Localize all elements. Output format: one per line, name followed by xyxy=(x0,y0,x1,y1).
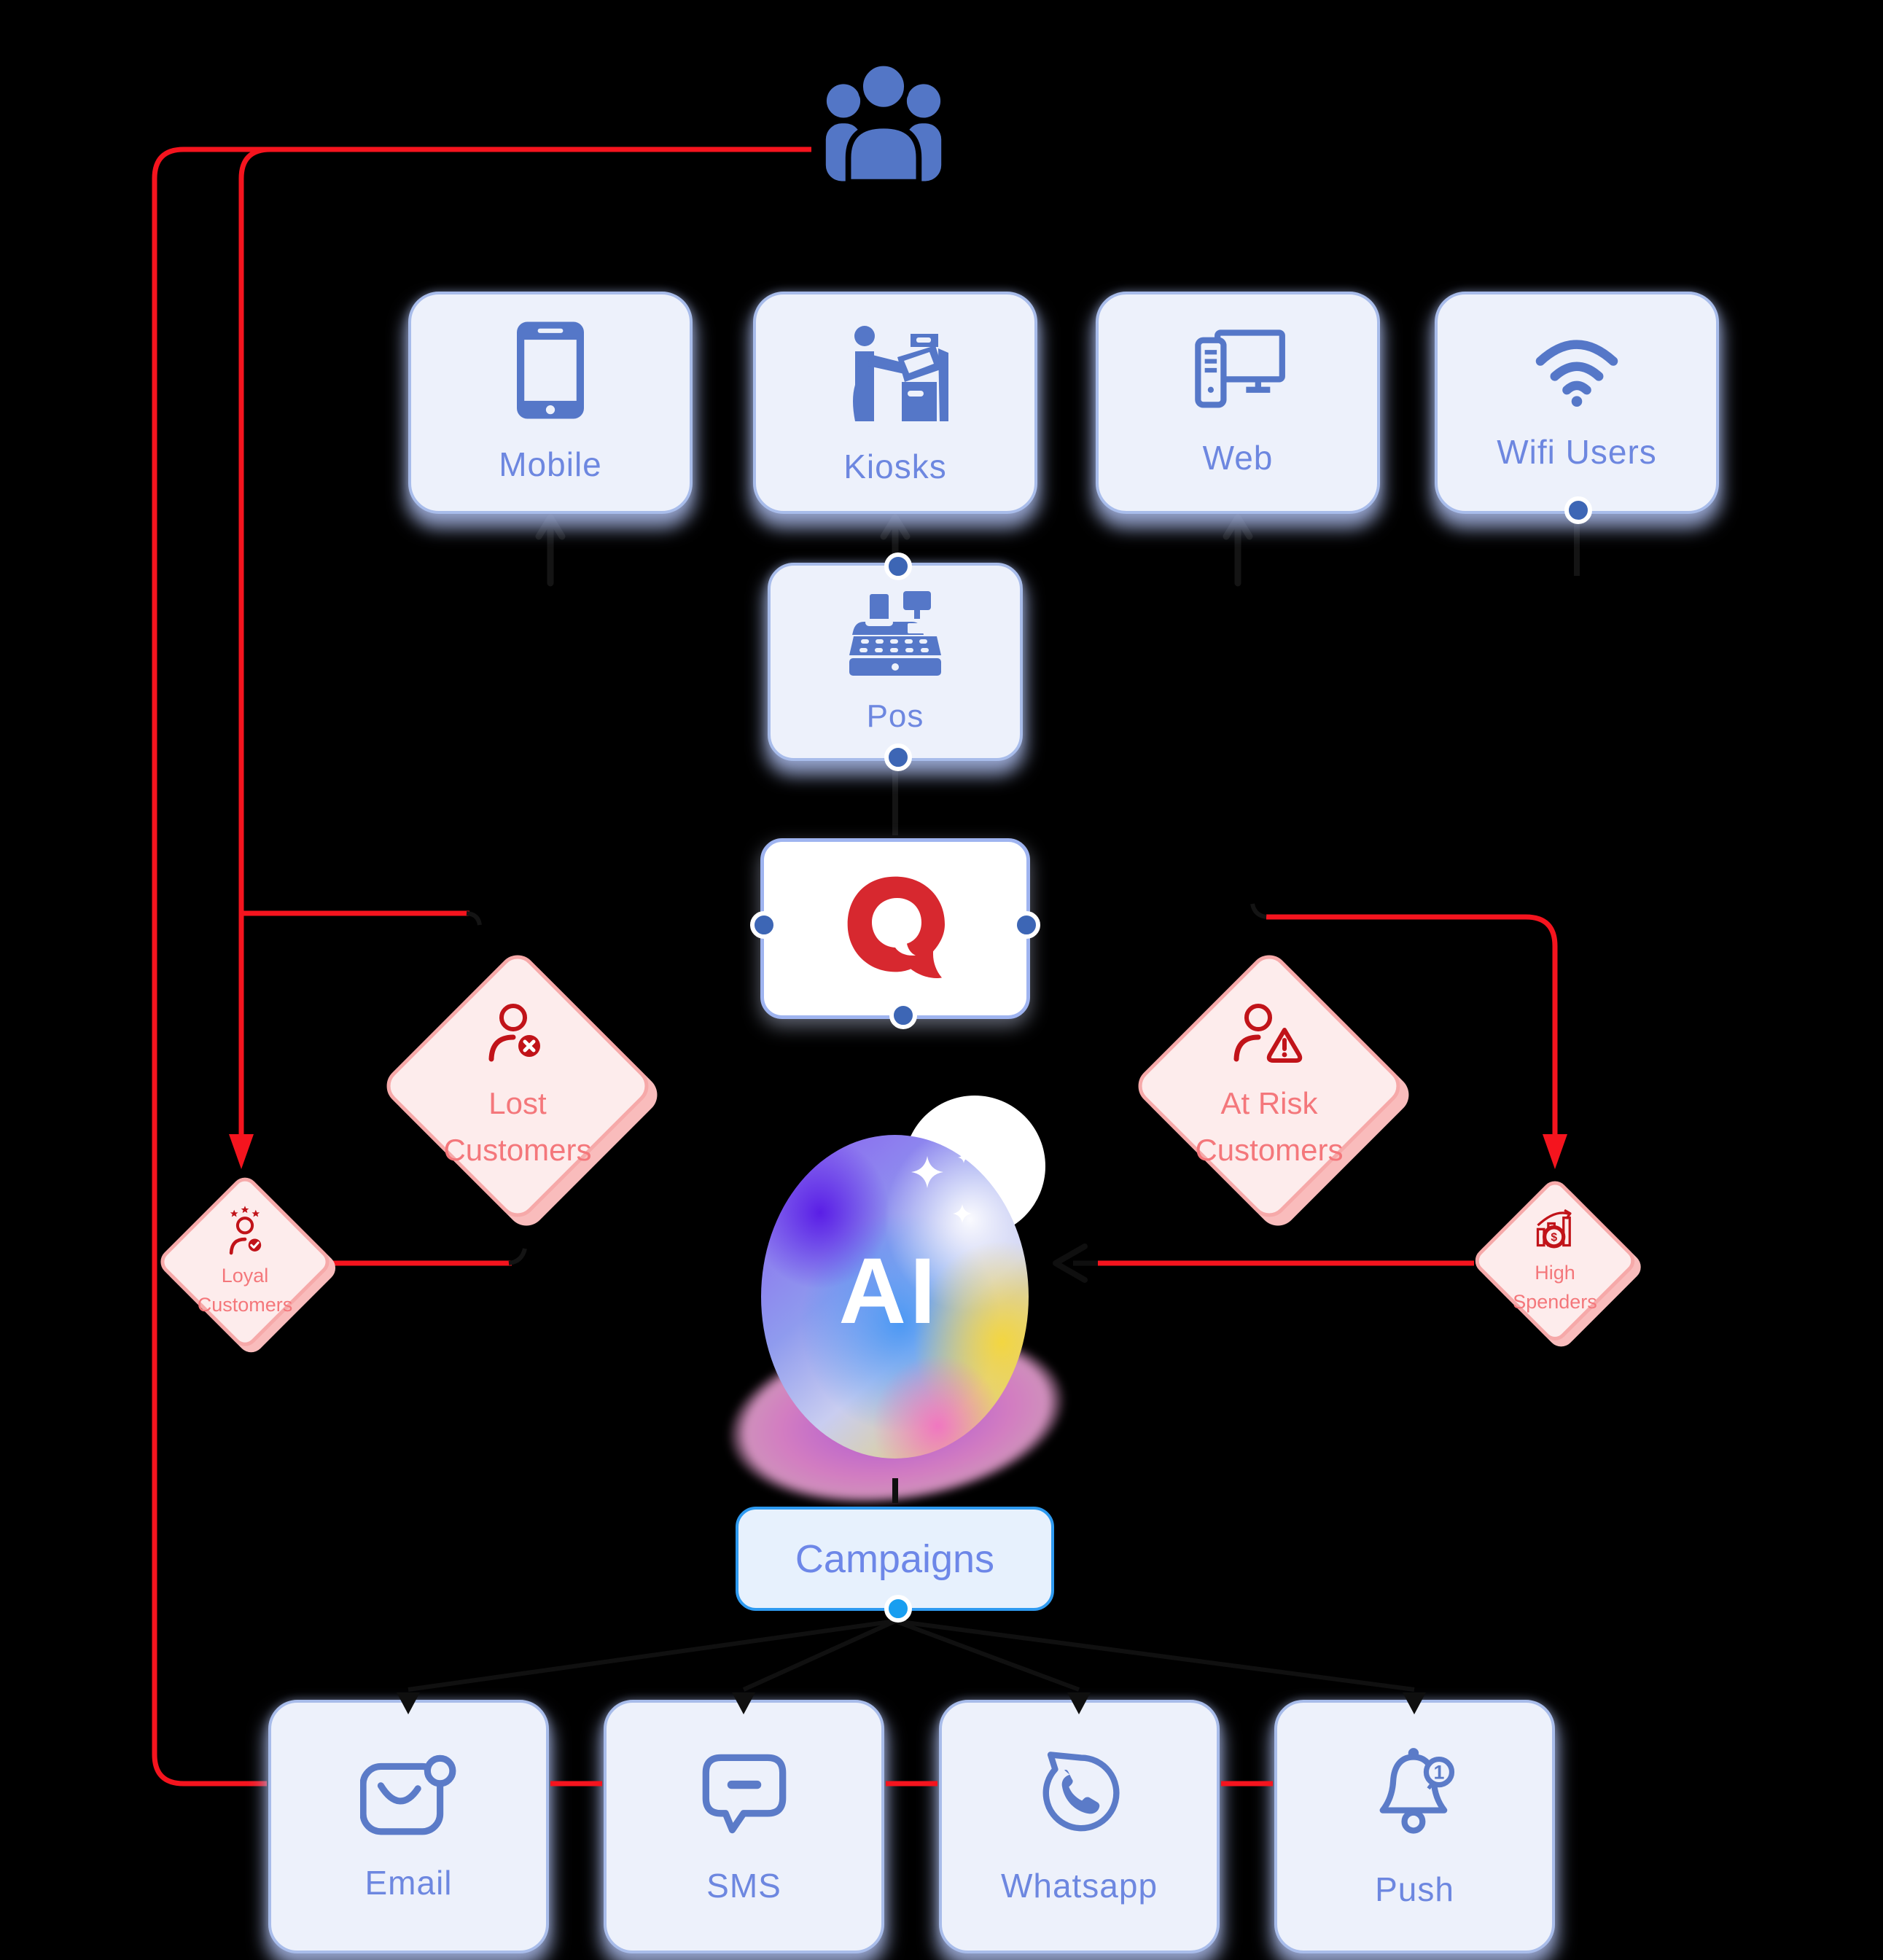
node-label: Mobile xyxy=(499,445,602,483)
node-wifi-users: Wifi Users xyxy=(1435,292,1719,524)
segment-label: High xyxy=(1535,1261,1575,1284)
segment-lost-customers: Lost Customers xyxy=(378,947,657,1225)
segment-loyal-customers: Loyal Customers xyxy=(155,1172,335,1351)
connector-dot xyxy=(750,911,778,939)
segment-label: Customers xyxy=(443,1132,592,1167)
person-stars-icon xyxy=(220,1205,270,1261)
node-label: Wifi Users xyxy=(1497,433,1657,471)
segment-label: Customers xyxy=(1195,1132,1344,1167)
node-label: Kiosks xyxy=(843,448,947,485)
person-x-icon xyxy=(481,999,554,1080)
segment-at-risk-customers: At Risk Customers xyxy=(1130,947,1408,1225)
connector-dot xyxy=(884,743,912,771)
sparkle-icons xyxy=(895,1134,1012,1254)
ai-gradient-orb: AI xyxy=(761,1135,1029,1459)
node-push: 1 Push xyxy=(1274,1700,1555,1953)
node-email: Email xyxy=(268,1700,549,1953)
node-whatsapp: Whatsapp xyxy=(939,1700,1220,1953)
svg-text:$: $ xyxy=(1551,1231,1557,1243)
segment-high-spenders: $ High Spenders xyxy=(1470,1176,1640,1346)
whatsapp-icon xyxy=(1034,1749,1126,1844)
connector-dot xyxy=(884,553,912,580)
connector-dot xyxy=(889,1002,917,1029)
node-label: Whatsapp xyxy=(1000,1866,1158,1905)
connector-dot xyxy=(1013,911,1040,939)
ai-label: AI xyxy=(838,1238,940,1343)
segment-label: Customers xyxy=(197,1293,293,1316)
node-pos: Pos xyxy=(768,553,1023,771)
push-badge-count: 1 xyxy=(1433,1761,1444,1783)
campaigns-label: Campaigns xyxy=(795,1537,995,1581)
chart-dollar-icon: $ xyxy=(1531,1206,1579,1258)
node-brand-logo xyxy=(750,838,1040,1029)
connector-dot xyxy=(1564,496,1592,524)
node-label: Pos xyxy=(866,698,924,734)
segment-label: Lost xyxy=(488,1085,547,1120)
node-kiosks: Kiosks xyxy=(753,292,1037,514)
bell-icon: 1 xyxy=(1373,1745,1457,1848)
node-label: Email xyxy=(364,1863,453,1902)
wifi-icon xyxy=(1531,334,1623,410)
segment-label: Spenders xyxy=(1513,1290,1597,1313)
node-label: Push xyxy=(1375,1870,1454,1908)
node-web: Web xyxy=(1096,292,1380,514)
segment-label: At Risk xyxy=(1220,1085,1318,1120)
sms-bubble-icon xyxy=(698,1749,790,1844)
node-mobile: Mobile xyxy=(408,292,693,514)
q-speech-bubble-logo xyxy=(837,869,954,989)
segment-label: Loyal xyxy=(221,1264,269,1287)
person-warning-icon xyxy=(1229,999,1309,1080)
audience-people-icon xyxy=(819,51,948,185)
node-label: SMS xyxy=(706,1866,781,1905)
cash-register-icon xyxy=(848,590,943,682)
desktop-computer-icon xyxy=(1189,328,1287,416)
smartphone-icon xyxy=(517,321,584,423)
node-label: Web xyxy=(1202,439,1274,477)
kiosk-icon xyxy=(841,319,950,425)
email-icon xyxy=(359,1752,458,1841)
node-campaigns: Campaigns xyxy=(736,1507,1054,1623)
connector-dot xyxy=(884,1595,912,1623)
